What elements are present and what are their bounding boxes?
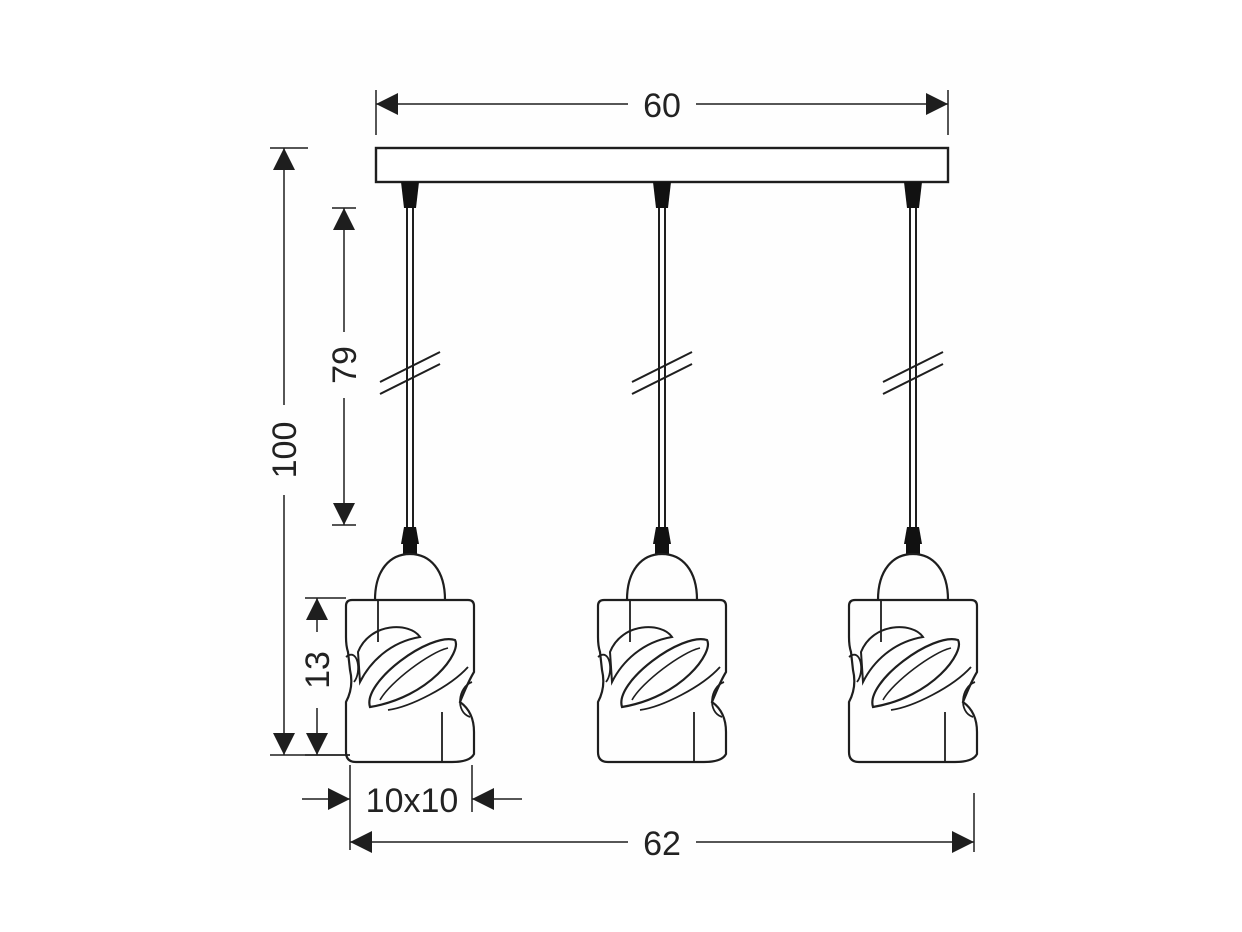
label-shade-height: 13	[299, 651, 337, 689]
label-cable-length: 79	[326, 346, 364, 384]
label-canopy-width: 60	[643, 87, 681, 125]
ceiling-canopy	[374, 146, 950, 184]
label-total-height: 100	[266, 422, 304, 479]
dimension-canopy-width: 60	[375, 87, 949, 135]
label-shade-size: 10x10	[366, 782, 459, 820]
dimension-total-width: 62	[350, 793, 975, 863]
label-total-width: 62	[643, 825, 681, 863]
dimension-shade-size: 10x10	[302, 765, 522, 850]
dimension-cable-length: 79	[326, 207, 364, 526]
dimension-total-height: 100	[266, 147, 350, 756]
dimension-shade-height: 13	[299, 597, 350, 756]
